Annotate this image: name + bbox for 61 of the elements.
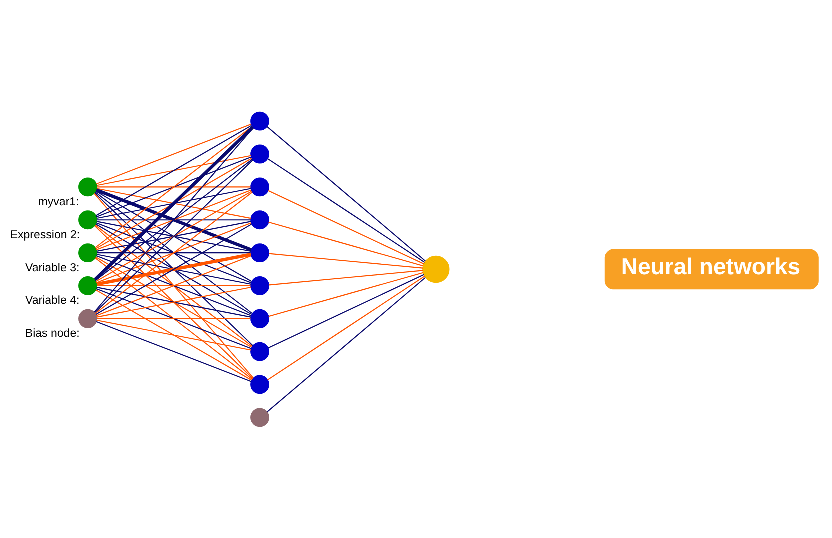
connector [266, 126, 426, 262]
node-circle [78, 308, 98, 328]
connector [97, 186, 251, 188]
connector [96, 320, 252, 382]
node-circle [250, 276, 270, 295]
connector [96, 222, 252, 283]
connector [268, 274, 424, 348]
connector [96, 289, 252, 380]
connector [269, 270, 424, 286]
node-circle [250, 243, 270, 262]
node-circle [250, 374, 270, 394]
connector [96, 154, 252, 186]
node-circle [78, 276, 98, 295]
node-circle [250, 144, 270, 164]
connector [96, 220, 252, 252]
connector [268, 158, 426, 262]
connector [268, 221, 424, 266]
connector [94, 225, 254, 379]
node-circle [250, 111, 270, 130]
connector [94, 127, 254, 312]
connector [97, 219, 251, 220]
connector [94, 192, 254, 346]
node-circle [78, 177, 98, 196]
connector [95, 126, 253, 248]
node-label: myvar1: [38, 196, 80, 208]
connector [96, 158, 252, 249]
connector [266, 276, 426, 412]
connector [97, 252, 251, 254]
node-label: Expression 2: [10, 228, 80, 241]
connector [268, 190, 424, 264]
connector [95, 257, 253, 380]
connector [96, 124, 252, 216]
node-label: Bias node: [25, 328, 80, 340]
connector [268, 272, 424, 317]
node-label: Variable 4: [26, 294, 80, 307]
connector [96, 286, 252, 318]
connector [96, 188, 252, 219]
connector [95, 158, 253, 281]
connector [97, 318, 251, 319]
connector [97, 284, 251, 286]
connector [94, 126, 254, 280]
node-circle [422, 255, 450, 283]
node-circle [250, 408, 270, 427]
connector [94, 192, 254, 378]
connector [94, 159, 254, 313]
node-circle [250, 210, 270, 230]
connector [95, 224, 253, 346]
node-circle [250, 177, 270, 196]
node-circle [250, 308, 270, 328]
node-circle [78, 243, 98, 262]
connector [96, 255, 252, 316]
connector [96, 288, 252, 349]
connector [96, 256, 252, 348]
connector [96, 123, 252, 184]
connector [96, 319, 252, 350]
node-circle [250, 342, 270, 361]
connector [269, 252, 424, 268]
connector [96, 156, 252, 218]
connector [268, 276, 426, 380]
node-circle [78, 210, 98, 230]
node-label: Variable 3: [26, 262, 80, 274]
